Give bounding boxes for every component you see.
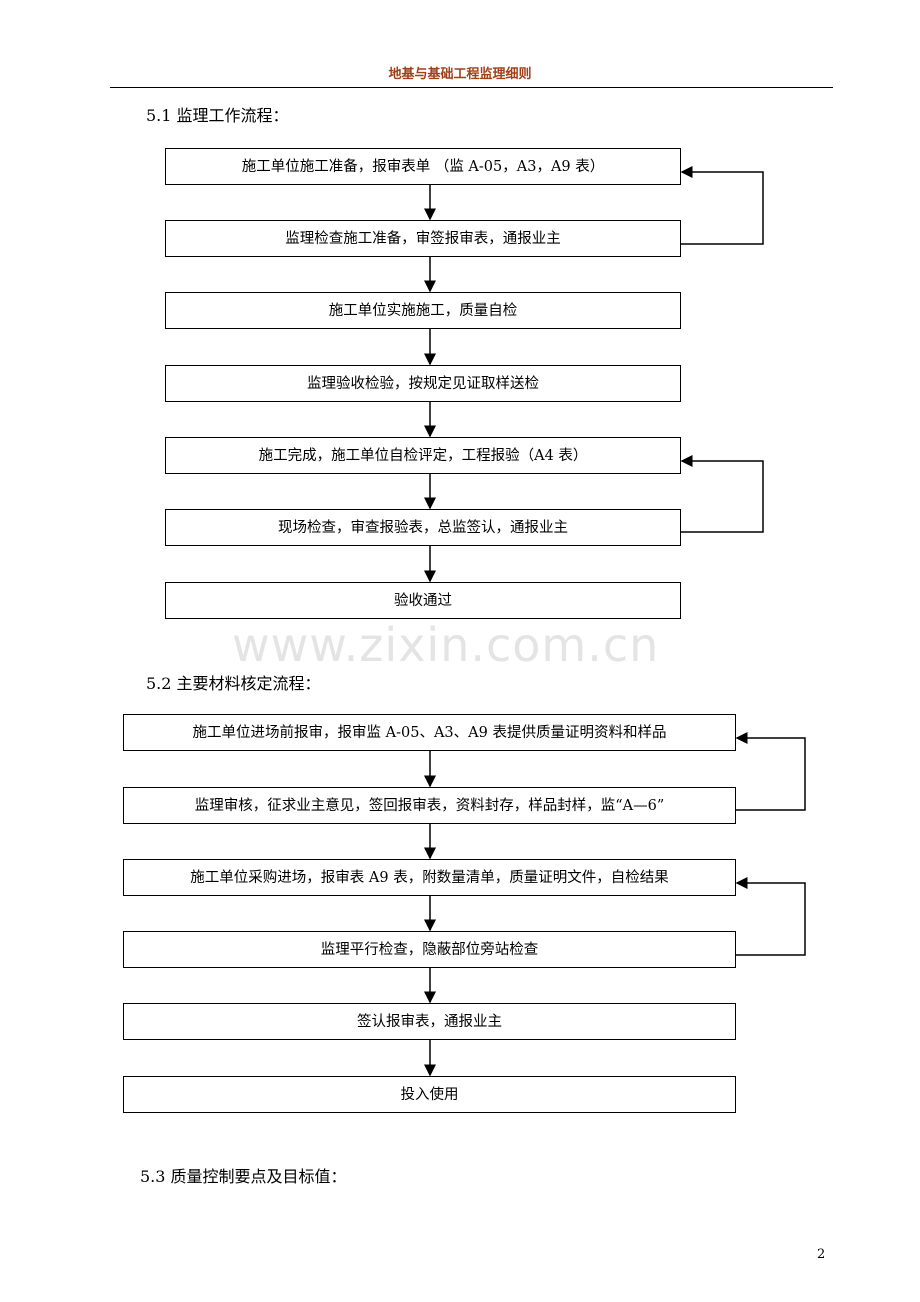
flow2-step-6: 投入使用 (123, 1076, 736, 1113)
header-rule (110, 87, 833, 88)
flow2-step-2: 监理审核，征求业主意见，签回报审表，资料封存，样品封样，监“A—6” (123, 787, 736, 824)
section-5-1-title: 5.1 监理工作流程： (146, 106, 289, 125)
flow1-step-7: 验收通过 (165, 582, 681, 619)
flow2-step-4: 监理平行检查，隐蔽部位旁站检查 (123, 931, 736, 968)
flow1-step-2: 监理检查施工准备，审签报审表，通报业主 (165, 220, 681, 257)
watermark: www.zixin.com.cn (232, 618, 660, 672)
flow1-step-3: 施工单位实施施工，质量自检 (165, 292, 681, 329)
section-5-2-title: 5.2 主要材料核定流程： (146, 674, 321, 693)
flow2-step-5: 签认报审表，通报业主 (123, 1003, 736, 1040)
feedback-arrow (735, 877, 806, 956)
feedback-arrow (680, 166, 764, 245)
page-number: 2 (817, 1247, 826, 1262)
flow1-step-4: 监理验收检验，按规定见证取样送检 (165, 365, 681, 402)
feedback-arrow (735, 732, 806, 811)
running-header: 地基与基础工程监理细则 (388, 67, 532, 82)
flow1-step-6: 现场检查，审查报验表，总监签认，通报业主 (165, 509, 681, 546)
feedback-arrow (680, 455, 764, 533)
section-5-3-title: 5.3 质量控制要点及目标值： (140, 1167, 347, 1186)
